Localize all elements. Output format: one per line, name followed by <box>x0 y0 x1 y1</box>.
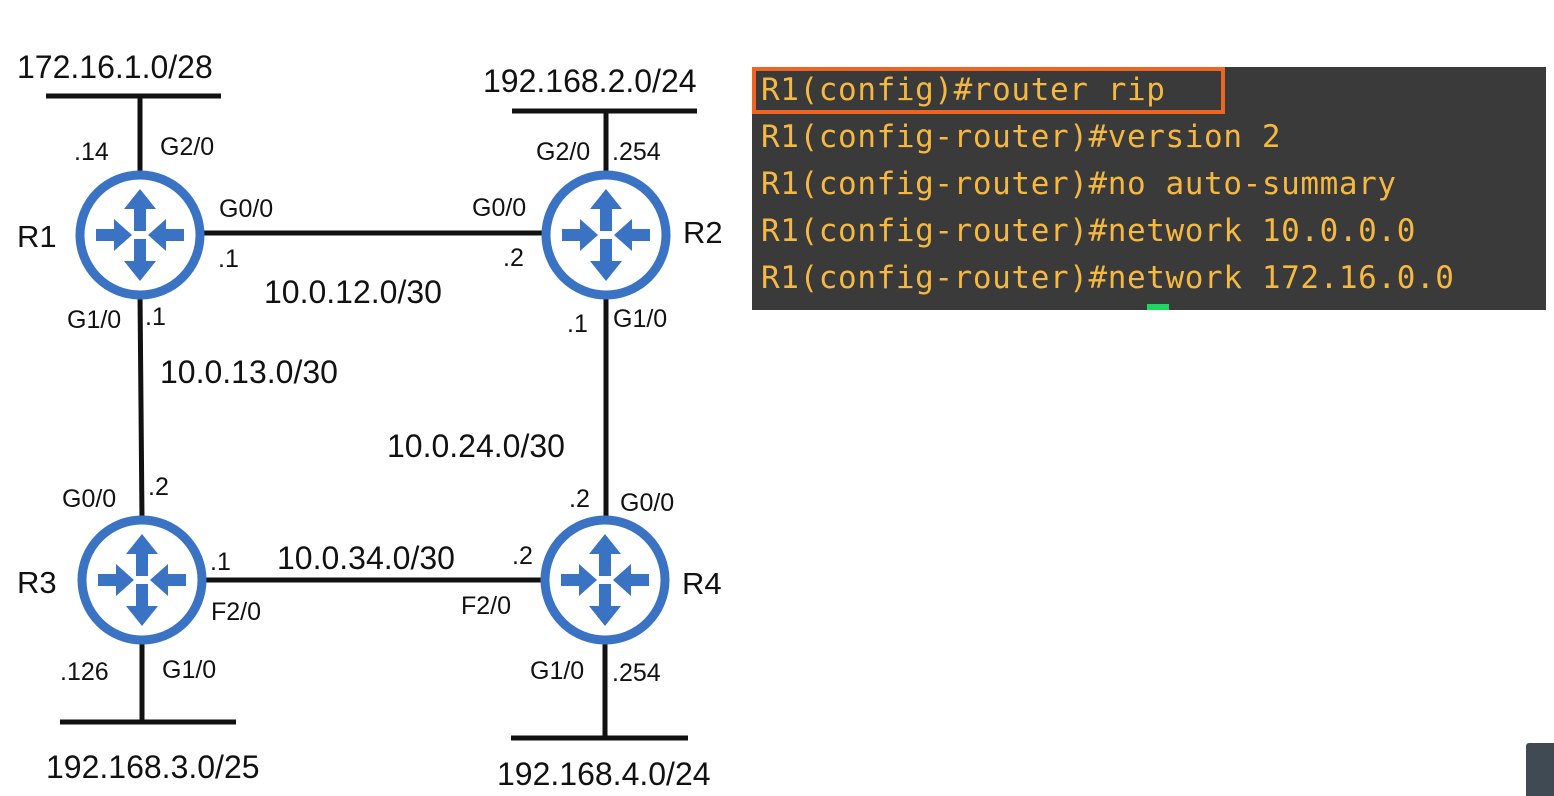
r4-r2-host: .2 <box>569 485 590 513</box>
r1-lan-host: .14 <box>74 138 109 166</box>
r4-r2-iface: G0/0 <box>620 489 674 517</box>
r1-r3-host: .1 <box>145 303 166 331</box>
r1-r2-iface: G0/0 <box>219 195 273 223</box>
r4-lan-iface: G1/0 <box>530 657 584 685</box>
r2-lan-iface: G2/0 <box>536 138 590 166</box>
r4-r3-host: .2 <box>512 542 533 570</box>
network-label-r1-r2: 10.0.12.0/30 <box>264 274 442 310</box>
cli-line: R1(config-router)#network 172.16.0.0 <box>761 260 1455 296</box>
r3-r1-host: .2 <box>148 473 169 501</box>
r3-r4-iface: F2/0 <box>211 598 261 626</box>
r3-lan-host: .126 <box>60 658 109 686</box>
network-label-r1-r3: 10.0.13.0/30 <box>160 354 338 390</box>
router-name-r2: R2 <box>683 215 723 250</box>
cli-line: R1(config-router)#no auto-summary <box>761 166 1397 202</box>
router-icon <box>546 175 666 295</box>
cli-line: R1(config-router)#version 2 <box>761 119 1282 155</box>
network-label-r1-lan: 172.16.1.0/28 <box>17 49 213 85</box>
r3-r4-host: .1 <box>210 548 231 576</box>
cli-cursor <box>1147 304 1169 310</box>
router-icon <box>80 175 200 295</box>
r3-r1-iface: G0/0 <box>62 485 116 513</box>
router-icon <box>82 520 202 640</box>
network-label-r2-lan: 192.168.2.0/24 <box>483 63 697 99</box>
router-name-r3: R3 <box>17 565 57 600</box>
network-label-r4-lan: 192.168.4.0/24 <box>497 756 711 792</box>
cli-terminal: R1(config)#router rip R1(config-router)#… <box>752 67 1546 310</box>
r1-r3-iface: G1/0 <box>67 306 121 334</box>
cli-line: R1(config-router)#network 10.0.0.0 <box>761 213 1416 249</box>
r4-r3-iface: F2/0 <box>461 592 511 620</box>
command-highlight-box <box>752 67 1225 114</box>
network-label-r3-lan: 192.168.3.0/25 <box>46 749 260 785</box>
router-name-r4: R4 <box>682 566 722 601</box>
corner-widget[interactable] <box>1526 743 1554 796</box>
r4-lan-host: .254 <box>612 659 661 687</box>
cli-line: R1(config)#router rip <box>761 72 1166 108</box>
router-icon <box>545 520 665 640</box>
r1-r2-host: .1 <box>218 245 239 273</box>
r2-r4-host: .1 <box>567 310 588 338</box>
link-r1-r3 <box>137 292 145 521</box>
r2-r1-iface: G0/0 <box>472 194 526 222</box>
network-label-r2-r4: 10.0.24.0/30 <box>387 428 565 464</box>
r3-lan-iface: G1/0 <box>162 656 216 684</box>
r2-lan-host: .254 <box>612 138 661 166</box>
network-label-r3-r4: 10.0.34.0/30 <box>277 540 455 576</box>
r2-r4-iface: G1/0 <box>613 305 667 333</box>
router-name-r1: R1 <box>17 219 57 254</box>
r1-lan-iface: G2/0 <box>160 133 214 161</box>
r2-r1-host: .2 <box>503 244 524 272</box>
